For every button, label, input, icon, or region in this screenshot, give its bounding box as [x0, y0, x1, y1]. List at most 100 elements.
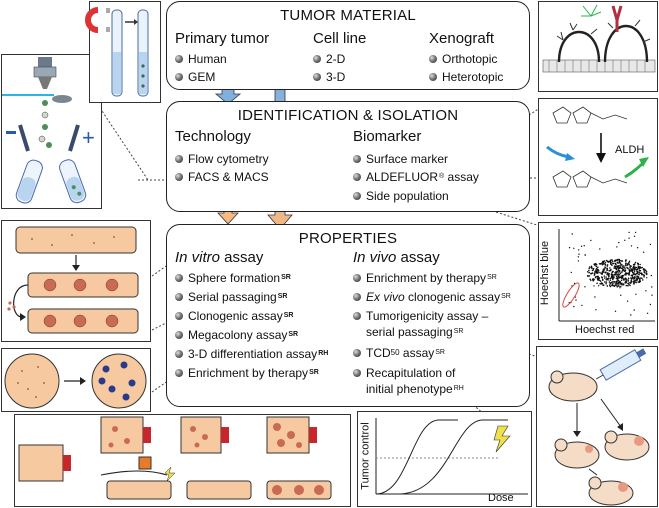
scatter-dot [620, 263, 622, 266]
bullet-icon [175, 73, 183, 81]
scatter-dot [593, 285, 595, 287]
scatter-dot [624, 272, 627, 275]
scatter-dot [614, 282, 617, 284]
scatter-dot [624, 267, 626, 269]
scatter-dot [568, 247, 571, 249]
bullet-icon [353, 293, 361, 301]
scatter-dot [633, 269, 636, 271]
scatter-dot [594, 262, 596, 265]
scatter-dot [602, 284, 604, 286]
scatter-dot [605, 281, 608, 283]
scatter-dot [627, 279, 629, 281]
scatter-dot [606, 269, 609, 271]
scatter-dot [610, 281, 613, 284]
scatter-dot [605, 276, 607, 278]
scatter-dot [618, 285, 620, 287]
scatter-dot [593, 274, 596, 276]
scatter-dot [638, 266, 641, 269]
scatter-dot [595, 263, 598, 266]
scatter-dot [634, 261, 637, 264]
scatter-dot [639, 279, 641, 281]
identification-box: IDENTIFICATION & ISOLATION Technology Fl… [166, 101, 530, 212]
scatter-dot [588, 271, 590, 274]
scatter-dot [595, 309, 597, 311]
scatter-dot [633, 279, 635, 282]
scatter-dot [596, 282, 598, 285]
scatter-dot [620, 260, 623, 262]
scatter-dot [584, 286, 586, 288]
bullet-icon [353, 173, 361, 181]
scatter-dot [650, 274, 653, 277]
scatter-dot [616, 261, 619, 264]
scatter-dot [588, 275, 591, 277]
list-item: Heterotopic [429, 70, 503, 84]
scatter-dot [586, 271, 589, 273]
clonogenic-panel [1, 348, 151, 412]
scatter-dot [632, 280, 635, 283]
scatter-dot [620, 285, 622, 288]
scatter-dot [651, 286, 653, 288]
scatter-dot [588, 269, 590, 272]
scatter-dot [621, 284, 623, 286]
identification-title: IDENTIFICATION & ISOLATION [237, 107, 459, 124]
scatter-dot [642, 268, 645, 271]
scatter-dot [599, 271, 601, 274]
scatter-dot [594, 296, 596, 298]
tumor-control-label: Tumor control [359, 422, 372, 490]
scatter-dot [607, 277, 610, 280]
scatter-dot [603, 275, 606, 277]
scatter-dot [614, 310, 617, 312]
scatter-dot [625, 274, 627, 276]
scatter-dot [589, 266, 591, 268]
in-vivo-heading: In vivo assay [353, 249, 440, 266]
scatter-dot [599, 280, 602, 282]
scatter-dot [606, 265, 609, 267]
list-item: Recapitulation of [353, 366, 455, 380]
scatter-dot [604, 281, 606, 283]
scatter-dot [573, 247, 575, 249]
scatter-dot [625, 272, 628, 275]
scatter-dot [635, 266, 638, 269]
bullet-icon [429, 73, 437, 81]
scatter-dot [641, 279, 644, 281]
scatter-dot [594, 273, 596, 275]
scatter-dot [616, 277, 619, 280]
scatter-dot [628, 261, 630, 264]
scatter-dot [614, 273, 616, 276]
macs-panel [85, 1, 161, 103]
scatter-dot [577, 260, 580, 262]
in-vitro-heading: In vitro assay [175, 249, 264, 266]
scatter-dot [626, 266, 628, 269]
scatter-dot [573, 305, 575, 308]
scatter-dot [605, 283, 607, 285]
primary-tumor-heading: Primary tumor [175, 30, 270, 47]
list-item: Flow cytometry [175, 152, 269, 166]
scatter-dot [613, 285, 616, 287]
scatter-dot [599, 248, 601, 250]
scatter-dot [646, 312, 649, 314]
scatter-dot [597, 272, 599, 274]
list-item: Human [175, 52, 227, 66]
scatter-dot [620, 279, 623, 282]
list-item: Tumorigenicity assay – [353, 309, 488, 323]
list-item: 2-D [313, 52, 345, 66]
scatter-dot [601, 263, 604, 266]
scatter-dot [597, 285, 600, 287]
scatter-dot [633, 264, 635, 266]
scatter-dot [651, 294, 653, 296]
scatter-dot [635, 272, 638, 275]
list-item: 3-D [313, 70, 345, 84]
scatter-dot [610, 269, 612, 271]
scatter-dot [580, 245, 583, 247]
hoechst-blue-label: Hoechst blue [539, 240, 552, 306]
aldh-reaction-illustration [546, 106, 649, 188]
scatter-dot [592, 279, 595, 282]
scatter-dot [597, 279, 599, 281]
scatter-dot [616, 265, 619, 267]
scatter-dot [599, 283, 601, 285]
scatter-dot [631, 280, 633, 283]
